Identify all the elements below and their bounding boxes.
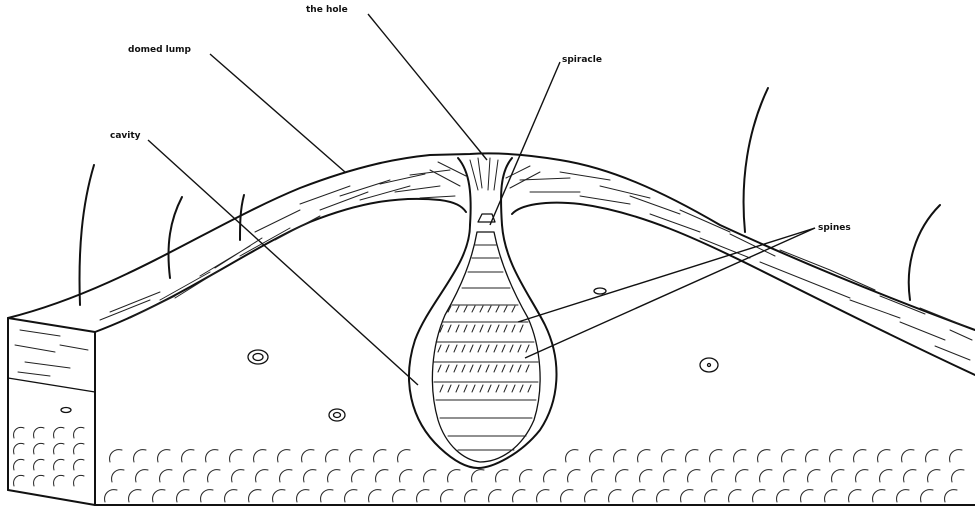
cavity-and-larva xyxy=(409,214,557,468)
larva-spine-rows xyxy=(438,306,531,392)
leader-cavity xyxy=(148,140,418,385)
hair xyxy=(169,197,183,278)
pore xyxy=(708,364,711,367)
fat-tissue xyxy=(14,427,964,502)
skin-block xyxy=(8,153,975,505)
label-spiracle: spiracle xyxy=(562,55,602,65)
hair xyxy=(240,195,244,240)
label-domed-lump: domed lump xyxy=(128,45,192,55)
pore xyxy=(594,288,606,294)
leader-spiracle xyxy=(490,62,560,225)
pore xyxy=(329,409,345,421)
pore xyxy=(253,354,263,361)
pores xyxy=(248,288,718,421)
dermis-lower-boundary xyxy=(95,199,466,332)
leader-spines-2 xyxy=(525,228,815,358)
label-spines: spines xyxy=(818,223,851,233)
skin-surface-top xyxy=(8,153,975,330)
funnel-right-wall xyxy=(501,158,512,225)
label-cavity: cavity xyxy=(110,131,141,141)
pore xyxy=(334,413,341,418)
fat-tissue-curls xyxy=(14,427,964,502)
larva-segment-lines xyxy=(434,245,538,450)
leader-the-hole xyxy=(368,14,487,160)
block-front-mark xyxy=(61,408,71,413)
hole-funnel xyxy=(430,158,540,225)
leader-domed-lump xyxy=(210,54,345,172)
funnel-left-wall xyxy=(458,158,471,225)
pore xyxy=(700,358,718,372)
hair xyxy=(80,165,94,305)
hair xyxy=(744,88,768,232)
pore xyxy=(248,350,268,364)
dermis-lower-boundary-right xyxy=(512,203,975,375)
labels: the hole domed lump spiracle cavity spin… xyxy=(110,5,851,233)
block-front-layer-line xyxy=(8,378,95,392)
cavity-outline xyxy=(409,225,557,468)
hair xyxy=(909,205,940,300)
label-the-hole: the hole xyxy=(306,5,348,15)
